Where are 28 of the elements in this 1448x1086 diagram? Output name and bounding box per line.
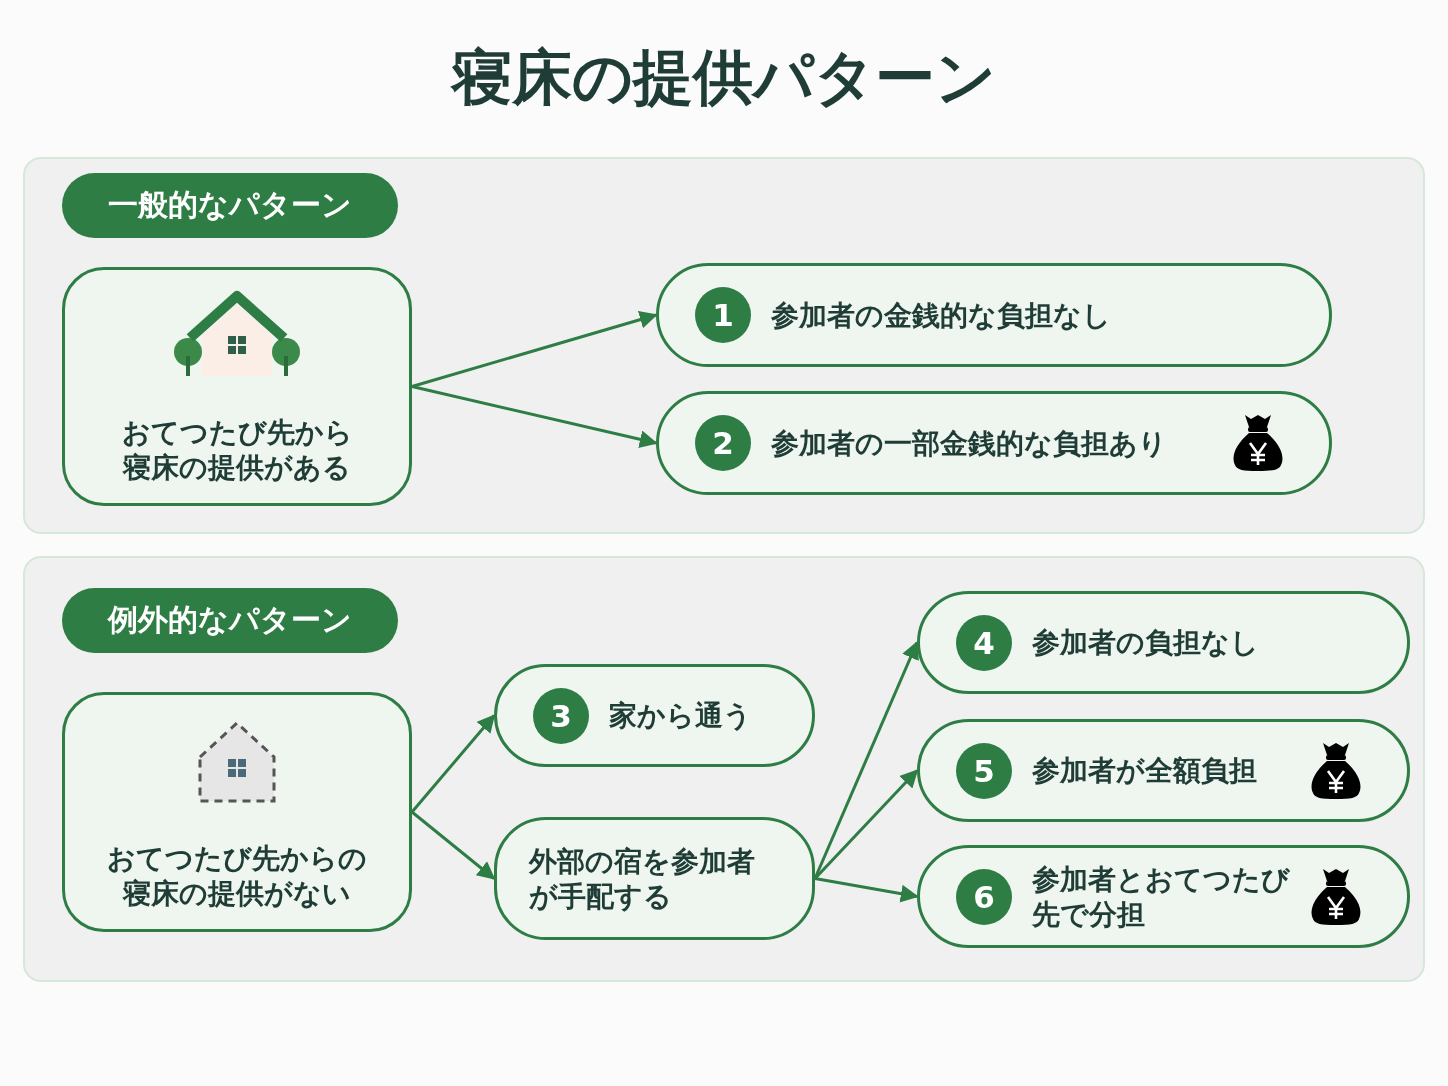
step-number: 2 (695, 415, 751, 471)
arrow (411, 310, 658, 388)
section-heading: 例外的なパターン (62, 588, 398, 653)
section-panel (23, 157, 1425, 534)
option-text: 参加者の一部金銭的な負担あり (771, 425, 1167, 461)
arrow (411, 385, 658, 449)
info-card (62, 692, 412, 932)
step-number: 1 (695, 287, 751, 343)
step-number: 6 (956, 868, 1012, 925)
option-text: 参加者とおてつたび先で分担 (1032, 861, 1291, 932)
card-text: おてつたび先から寝床の提供がある (120, 415, 354, 485)
option-text: 参加者の負担なし (1032, 625, 1259, 660)
step-number: 3 (533, 687, 589, 744)
option-text: 参加者の金銭的な負担なし (771, 297, 1111, 333)
section-panel (23, 556, 1425, 982)
option-text: 参加者が全額負担 (1032, 753, 1257, 788)
section-heading: 一般的なパターン (62, 173, 398, 238)
option-text: 家から通う (609, 698, 752, 733)
option-text: 外部の宿を参加者が手配する (529, 843, 756, 914)
step-number: 4 (956, 614, 1012, 671)
arrow (814, 877, 919, 903)
arrow (813, 640, 919, 880)
arrow (411, 810, 496, 880)
diagram-title: 寝床の提供パターン (449, 41, 997, 114)
arrow (410, 714, 496, 813)
card-text: おてつたび先からの寝床の提供がない (106, 841, 368, 911)
step-number: 5 (956, 742, 1012, 799)
info-card (62, 267, 412, 506)
